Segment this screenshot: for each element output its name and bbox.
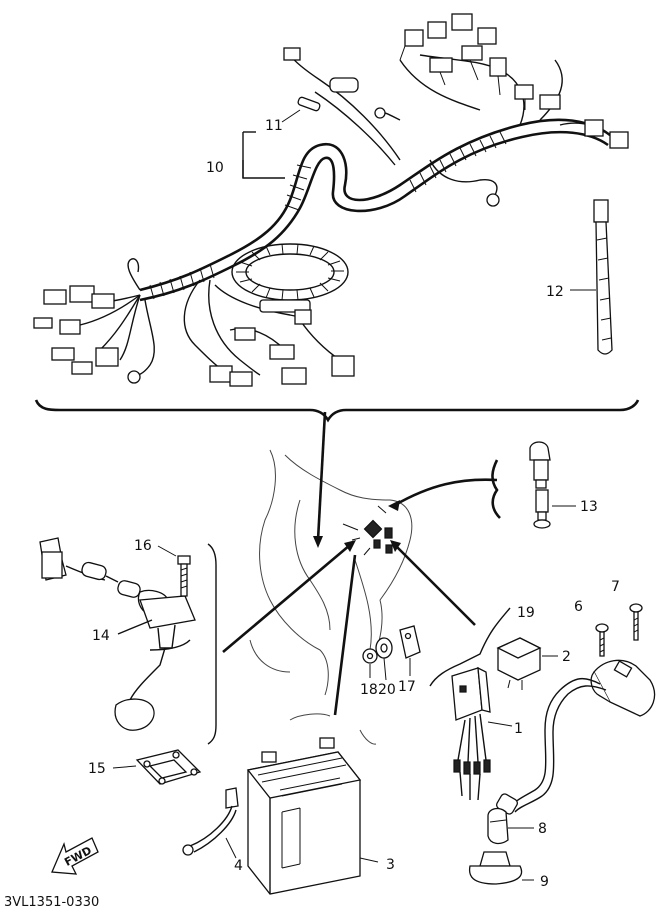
fuel-sender-unit xyxy=(39,537,196,731)
label-7: 7 xyxy=(611,579,620,595)
cable-strap xyxy=(593,199,613,355)
igniter-unit xyxy=(451,666,491,801)
plug-boot xyxy=(468,851,523,885)
label-3: 3 xyxy=(386,857,395,873)
plug-cap xyxy=(487,807,509,845)
label-15: 15 xyxy=(88,761,106,777)
label-17: 17 xyxy=(398,679,416,695)
label-16: 16 xyxy=(134,538,152,554)
fastener-18 xyxy=(362,648,378,664)
label-9: 9 xyxy=(540,874,549,890)
label-14: 14 xyxy=(92,628,110,644)
ignition-coil xyxy=(496,659,656,815)
washer-20 xyxy=(375,637,393,659)
label-1: 1 xyxy=(514,721,523,737)
screw-6 xyxy=(595,623,609,657)
label-13: 13 xyxy=(580,499,598,515)
label-11: 11 xyxy=(265,118,283,134)
frame-outline xyxy=(249,449,413,745)
forward-arrow xyxy=(51,837,99,875)
label-10: 10 xyxy=(206,160,224,176)
harness-bracket xyxy=(34,399,640,423)
battery-lead xyxy=(182,787,239,856)
bolt-16 xyxy=(177,555,191,597)
arrows xyxy=(222,411,501,716)
label-8: 8 xyxy=(538,821,547,837)
battery xyxy=(246,737,362,895)
label-19: 19 xyxy=(517,605,535,621)
label-18: 18 xyxy=(360,682,378,698)
sensor xyxy=(529,441,551,529)
bracket-17 xyxy=(399,625,421,659)
label-12: 12 xyxy=(546,284,564,300)
gasket xyxy=(135,749,202,785)
relay xyxy=(496,637,542,690)
label-4: 4 xyxy=(234,858,243,874)
label-2: 2 xyxy=(562,649,571,665)
label-6: 6 xyxy=(574,599,583,615)
drawing-code: 3VL1351-0330 xyxy=(4,895,99,910)
screw-7 xyxy=(629,603,643,641)
label-20: 20 xyxy=(378,682,396,698)
wire-harness xyxy=(33,13,629,387)
